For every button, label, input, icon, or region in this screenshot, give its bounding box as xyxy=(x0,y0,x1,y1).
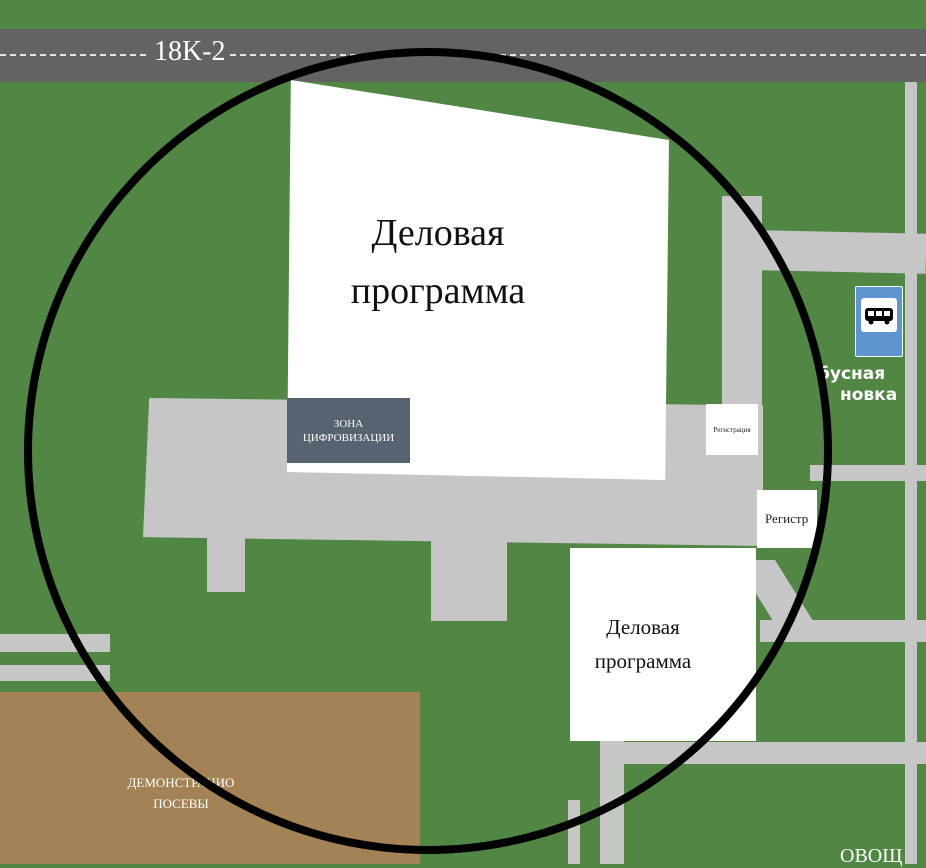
vegetable-zone-label: ОВОЩ xyxy=(840,845,903,867)
bus-icon xyxy=(861,298,897,332)
bus-stop-sign[interactable] xyxy=(855,286,903,357)
demonstration-field-line2: ПОСЕВЫ xyxy=(153,796,209,811)
road-label: 18K-2 xyxy=(150,36,230,68)
path-horizontal-right-mid xyxy=(810,465,926,481)
bus-stop-label-line2: новка xyxy=(840,385,898,405)
bus-stop-label: бусная новка xyxy=(810,364,897,406)
bus-stop-label-line1: бусная xyxy=(818,364,886,384)
path-left-2 xyxy=(0,665,110,681)
magnifier-lens-ring xyxy=(24,48,832,854)
